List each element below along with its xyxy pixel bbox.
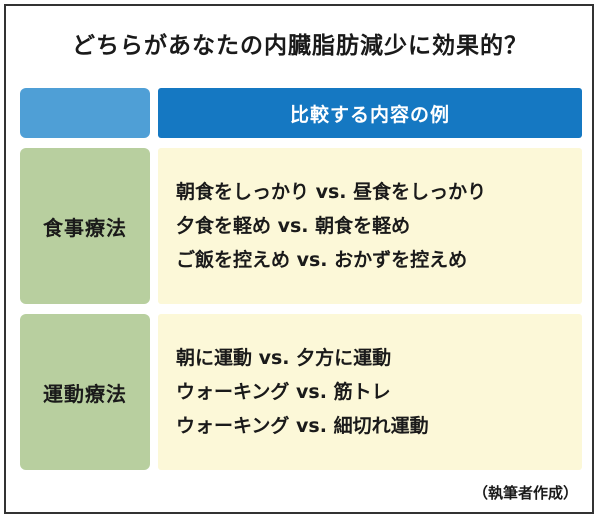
diet-example-3: ご飯を控えめ vs. おかずを控えめ bbox=[176, 249, 468, 271]
exercise-example-1: 朝に運動 vs. 夕方に運動 bbox=[176, 347, 392, 369]
diet-example-1: 朝食をしっかり vs. 昼食をしっかり bbox=[176, 181, 487, 203]
exercise-example-2: ウォーキング vs. 筋トレ bbox=[176, 381, 391, 403]
figure-title: どちらがあなたの内臓脂肪減少に効果的？ bbox=[72, 33, 528, 59]
content-exercise: 朝に運動 vs. 夕方に運動 ウォーキング vs. 筋トレ ウォーキング vs.… bbox=[158, 314, 582, 470]
category-diet: 食事療法 bbox=[20, 148, 150, 304]
diet-example-2: 夕食を軽め vs. 朝食を軽め bbox=[176, 215, 411, 237]
source-credit: （執筆者作成） bbox=[472, 484, 578, 502]
header-corner-cell bbox=[20, 88, 150, 138]
exercise-example-3: ウォーキング vs. 細切れ運動 bbox=[176, 415, 429, 437]
header-comparison-cell: 比較する内容の例 bbox=[158, 88, 582, 138]
category-exercise: 運動療法 bbox=[20, 314, 150, 470]
content-diet: 朝食をしっかり vs. 昼食をしっかり 夕食を軽め vs. 朝食を軽め ご飯を控… bbox=[158, 148, 582, 304]
